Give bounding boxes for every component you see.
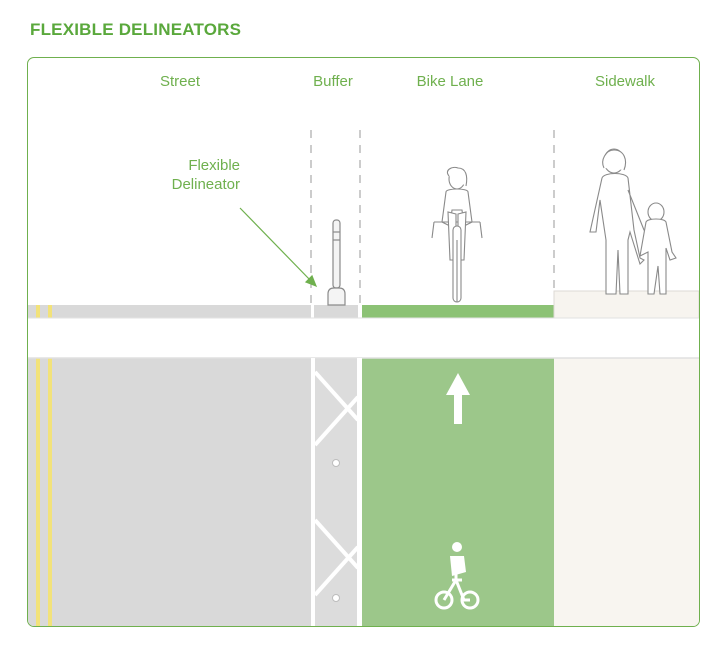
pedestrians-icon [589,148,677,295]
buffer-elevation [314,305,358,318]
delineator-plan-dot [332,594,340,602]
center-line-elevation-2 [48,305,52,318]
callout-line-2: Delineator [171,176,240,193]
arrow-up-icon [446,373,470,424]
center-line-plan [36,358,40,626]
callout-line-1: Flexible [188,157,240,174]
flexible-delineator-post-icon [327,219,346,306]
street-elevation [28,305,311,318]
zone-dividers [310,130,555,305]
diagram-title: FLEXIBLE DELINEATORS [30,20,242,39]
callout-flexible-delineator: Flexible Delineator [120,156,240,194]
street-plan [28,358,311,626]
callout-leader [239,207,318,288]
bicycle-rider-icon [431,166,483,303]
column-label-buffer: Buffer [313,73,353,90]
column-label-sidewalk: Sidewalk [594,73,656,90]
column-label-bike-lane: Bike Lane [416,73,484,90]
sidewalk-elevation [553,290,699,319]
column-label-street: Street [159,73,201,90]
delineator-plan-dot [332,459,340,467]
center-line-plan-2 [48,358,52,626]
center-line-elevation [36,305,40,318]
bike-lane-elevation [362,305,554,318]
sidewalk-plan [554,358,699,626]
buffer-hatching [313,370,360,597]
bike-symbol-icon [434,542,480,610]
